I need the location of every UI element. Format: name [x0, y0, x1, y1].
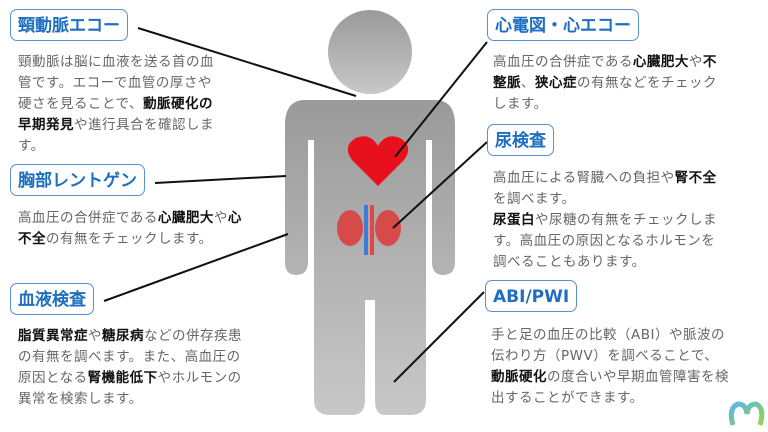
chest-xray-description: 高血圧の合併症である心臓肥大や心不全の有無をチェックします。: [18, 208, 246, 250]
highlight-text: 脂質異常症: [18, 328, 88, 344]
body-text: の度合いや早期血管障害を検出することができます。: [491, 369, 729, 406]
urine-test-description: 高血圧による腎臓への負担や腎不全を調べます。 尿蛋白や尿糖の有無をチェックします…: [493, 168, 725, 273]
highlight-text: 心不全: [18, 210, 242, 247]
kidneys-icon: [337, 205, 401, 255]
highlight-text: 動脈硬化: [491, 369, 547, 385]
ecg-echo-description: 高血圧の合併症である心臓肥大や不整脈、狭心症の有無などをチェックします。: [493, 52, 725, 115]
highlight-text: 糖尿病: [102, 328, 144, 344]
body-text: や: [213, 210, 228, 226]
highlight-text: 心臓肥大: [157, 210, 214, 226]
highlight-text: 尿蛋白: [493, 212, 535, 228]
highlight-text: 腎不全: [674, 170, 717, 186]
body-text: 手と足の血圧の比較（ABI）や脈波の伝わり方（PWV）を調べることで、: [491, 327, 725, 364]
carotid-echo-description: 頸動脈は脳に血液を送る首の血管です。エコーで血管の厚さや硬さを見ることで、動脈硬…: [18, 52, 218, 157]
abi-pwv-label: ABI/PWI: [485, 280, 578, 312]
highlight-text: 狭心症: [535, 75, 577, 91]
body-text: や尿糖の有無をチェックします。高血圧の原因となるホルモンを調べることもあります。: [493, 212, 717, 270]
body-text: 頸動脈は脳に血液を送る首の血管です。エコーで血管の厚さや硬さを見ることで、: [18, 54, 214, 112]
highlight-text: 動脈硬化の早期発見: [18, 96, 214, 133]
body-text: の有無をチェックします。: [46, 231, 213, 247]
heart-icon: [347, 136, 409, 186]
body-text: などの併存疾患の有無を調べます。また、高血圧の原因となる: [18, 328, 242, 386]
blood-test-label: 血液検査: [10, 283, 94, 315]
chest-xray-label: 胸部レントゲン: [10, 164, 145, 196]
body-text: 高血圧の合併症である: [493, 54, 633, 70]
abi-pwv-description: 手と足の血圧の比較（ABI）や脈波の伝わり方（PWV）を調べることで、動脈硬化の…: [491, 325, 729, 409]
body-text: や: [688, 54, 703, 70]
urine-test-label: 尿検査: [487, 124, 554, 156]
body-text: や: [88, 328, 102, 344]
blood-test-description: 脂質異常症や糖尿病などの併存疾患の有無を調べます。また、高血圧の原因となる腎機能…: [18, 326, 246, 410]
ecg-echo-label: 心電図・心エコー: [487, 9, 639, 41]
highlight-text: 不整脈: [493, 54, 717, 91]
carotid-echo-label: 頸動脈エコー: [10, 9, 128, 41]
body-text: やホルモンの異常を検索します。: [18, 370, 242, 407]
body-text: を調べます。: [493, 191, 576, 207]
human-silhouette: [285, 10, 455, 415]
body-text: 高血圧による腎臓への負担や: [493, 170, 675, 186]
body-text: 高血圧の合併症である: [18, 210, 158, 226]
connector-lines: [103, 27, 488, 383]
highlight-text: 心臓肥大: [632, 54, 689, 70]
body-text: や進行具合を確認します。: [18, 117, 214, 154]
brand-logo: [728, 401, 765, 426]
body-text: 、: [521, 75, 535, 91]
highlight-text: 腎機能低下: [87, 370, 158, 386]
body-text: の有無などをチェックします。: [493, 75, 717, 112]
